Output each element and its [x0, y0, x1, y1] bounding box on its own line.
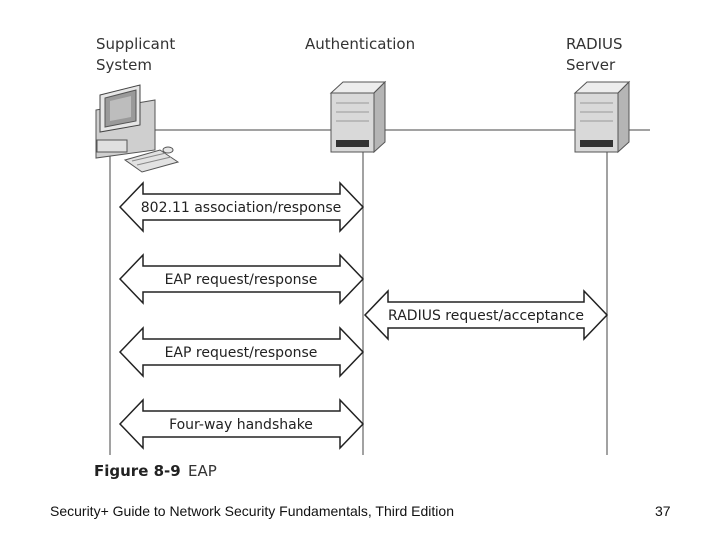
exchange-label: EAP request/response — [165, 272, 318, 288]
exchange-arrow-4: EAP request/response — [118, 326, 365, 378]
footer-text: Security+ Guide to Network Security Fund… — [50, 503, 454, 519]
authentication-label-line1: Authentication — [305, 35, 416, 53]
double-arrow-shape — [118, 181, 365, 233]
radius-server-icon — [573, 80, 631, 154]
exchange-label: RADIUS request/acceptance — [388, 308, 584, 324]
authentication-server-icon — [329, 80, 387, 154]
page-number: 37 — [655, 503, 671, 519]
figure-title: EAP — [188, 462, 217, 480]
exchange-arrow-3: RADIUS request/acceptance — [363, 289, 609, 341]
supplicant-label-line1: Supplicant — [96, 35, 176, 53]
authentication-label: Authentication — [305, 34, 415, 55]
double-arrow-shape — [363, 289, 609, 341]
supplicant-label: Supplicant System — [96, 34, 175, 76]
double-arrow-shape — [118, 398, 365, 450]
radius-label-line2: Server — [566, 56, 616, 74]
exchange-label: EAP request/response — [165, 345, 318, 361]
exchange-arrow-2: EAP request/response — [118, 253, 365, 305]
exchange-label: Four-way handshake — [169, 417, 313, 433]
figure-number: Figure 8-9 — [94, 462, 181, 480]
exchange-arrow-5: Four-way handshake — [118, 398, 365, 450]
double-arrow-shape — [118, 253, 365, 305]
radius-label-line1: RADIUS — [566, 35, 623, 53]
computer-icon — [95, 84, 180, 173]
exchange-arrow-1: 802.11 association/response — [118, 181, 365, 233]
double-arrow-shape — [118, 326, 365, 378]
exchange-label: 802.11 association/response — [141, 200, 341, 216]
supplicant-label-line2: System — [96, 56, 152, 74]
radius-label: RADIUS Server — [566, 34, 623, 76]
